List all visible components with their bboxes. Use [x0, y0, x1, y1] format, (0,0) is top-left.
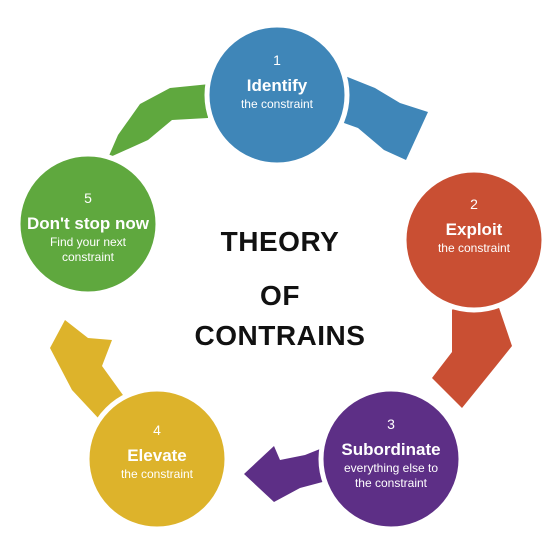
center-title-line2: OF	[260, 280, 300, 311]
arrow-identify-to-exploit	[330, 70, 428, 160]
arrow-exploit-to-subordinate	[432, 290, 512, 408]
step-title: Subordinate	[341, 440, 441, 459]
step-number: 2	[470, 196, 478, 212]
step-number: 1	[273, 52, 281, 68]
circle-exploit	[401, 167, 547, 313]
center-title-line3: CONTRAINS	[194, 320, 366, 351]
step-number: 4	[153, 422, 161, 438]
step-title: Exploit	[445, 220, 503, 239]
step-exploit: 2 Exploit the constraint	[399, 196, 549, 256]
circle-dontstop	[15, 151, 161, 297]
step-subtitle: Find your next constraint	[49, 235, 127, 264]
step-title: Elevate	[127, 446, 187, 465]
step-elevate: 4 Elevate the constraint	[82, 422, 232, 482]
step-subtitle: everything else to the constraint	[343, 461, 439, 490]
step-subtitle: the constraint	[240, 97, 314, 111]
step-dont-stop: 5 Don't stop now Find your next constrai…	[13, 190, 163, 265]
step-number: 3	[387, 416, 395, 432]
step-identify: 1 Identify the constraint	[202, 52, 352, 112]
arrow-subordinate-to-elevate	[244, 445, 330, 502]
step-subtitle: the constraint	[437, 241, 511, 255]
step-subtitle: the constraint	[120, 467, 194, 481]
arrow-dontstop-to-identify	[108, 84, 210, 158]
arrow-elevate-to-dontstop	[50, 320, 128, 420]
circle-identify	[204, 22, 350, 168]
step-number: 5	[84, 190, 92, 206]
center-title-line1: THEORY	[220, 226, 340, 257]
circle-elevate	[84, 386, 230, 532]
circle-subordinate	[318, 386, 464, 532]
step-title: Identify	[246, 76, 308, 95]
step-subordinate: 3 Subordinate everything else to the con…	[316, 416, 466, 491]
step-title: Don't stop now	[26, 214, 150, 233]
